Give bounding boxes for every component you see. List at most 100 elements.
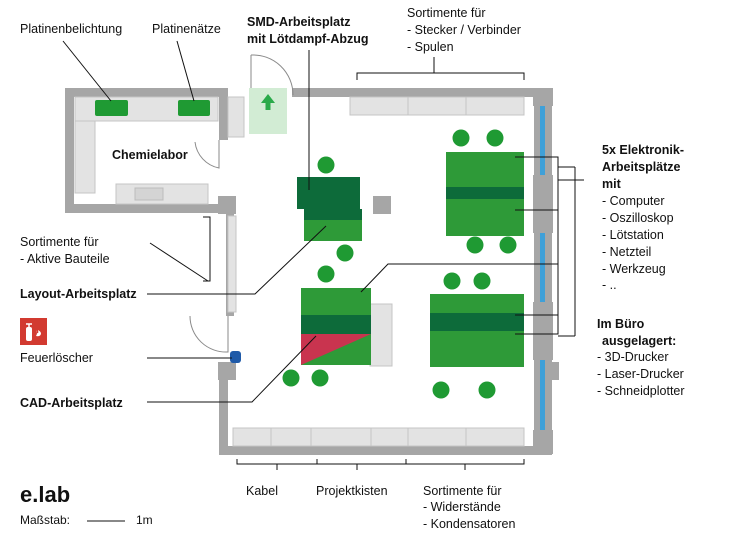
- window: [540, 106, 545, 175]
- pillar: [373, 196, 391, 214]
- layout-desk: [301, 288, 371, 315]
- lab-sink: [134, 187, 164, 201]
- label-elektronik-item: - Oszilloskop: [602, 211, 674, 225]
- pillar: [533, 302, 553, 360]
- window: [540, 360, 545, 430]
- lab-counter-left: [74, 120, 96, 194]
- elab-logo: e.lab: [20, 482, 71, 507]
- shelf-top: [407, 96, 467, 116]
- label-platinenbelichtung: Platinenbelichtung: [20, 22, 123, 36]
- wall-left-lower: [219, 365, 228, 455]
- chair: [499, 236, 517, 254]
- wall-lab-bottom: [65, 204, 227, 213]
- door-entrance: [250, 54, 294, 96]
- scale-unit: 1m: [136, 513, 153, 527]
- chair: [432, 381, 450, 399]
- elektronik-desk-band: [430, 313, 524, 331]
- smd-desk-band: [304, 209, 362, 220]
- label-sortimente-top-2: - Spulen: [407, 40, 454, 54]
- label-sortimente-left-1: - Aktive Bauteile: [20, 252, 110, 266]
- wall-left: [65, 88, 74, 213]
- wall-top-right: [292, 88, 552, 97]
- exit-arrow-icon: [261, 94, 275, 110]
- shelf-bottom: [370, 427, 409, 447]
- platinenaetze-device: [178, 100, 210, 116]
- label-layout: Layout-Arbeitsplatz: [20, 287, 137, 301]
- smd-fume-hood: [297, 177, 360, 209]
- cad-desk-marker: [301, 334, 371, 365]
- side-cabinet: [369, 303, 393, 367]
- label-elektronik-item: - ..: [602, 278, 617, 292]
- shelf-bottom: [232, 427, 272, 447]
- label-buero-item: - Schneidplotter: [597, 384, 685, 398]
- shelf-left: [227, 215, 237, 313]
- scale-label: Maßstab:: [20, 513, 71, 527]
- window: [540, 233, 545, 302]
- chair: [336, 244, 354, 262]
- label-chemielabor: Chemielabor: [112, 148, 188, 162]
- label-buero-title-0: Im Büro: [597, 317, 645, 331]
- shelf-bottom: [465, 427, 525, 447]
- workstations: [282, 129, 524, 399]
- label-elektronik-2: mit: [602, 177, 621, 191]
- pillar: [533, 175, 553, 233]
- door-left: [189, 315, 229, 353]
- extinguisher-marker: [230, 351, 241, 363]
- label-sortimente-left-0: Sortimente für: [20, 235, 99, 249]
- label-sortimente-bottom-0: Sortimente für: [423, 484, 502, 498]
- label-elektronik-1: Arbeitsplätze: [602, 160, 681, 174]
- pillar: [541, 362, 559, 380]
- chair: [282, 369, 300, 387]
- shelf-top: [465, 96, 525, 116]
- chair: [311, 369, 329, 387]
- label-buero-item: - 3D-Drucker: [597, 350, 669, 364]
- label-sortimente-bottom-1: - Widerstände: [423, 500, 501, 514]
- label-projektkisten: Projektkisten: [316, 484, 388, 498]
- pillar: [218, 362, 236, 380]
- chair: [478, 381, 496, 399]
- label-smd-title: SMD-Arbeitsplatz: [247, 15, 351, 29]
- elektronik-desk-band: [446, 187, 524, 199]
- layout-desk-band: [301, 315, 371, 334]
- shelf-bottom: [270, 427, 312, 447]
- wall-top-left: [65, 88, 221, 97]
- label-buero-item: - Laser-Drucker: [597, 367, 684, 381]
- label-feuerloescher: Feuerlöscher: [20, 351, 93, 365]
- wall-lab-right-upper: [219, 88, 228, 140]
- chemielabor-furniture: [74, 96, 245, 205]
- label-elektronik-item: - Lötstation: [602, 228, 664, 242]
- windows: [540, 106, 545, 430]
- chair: [473, 272, 491, 290]
- shelf-bottom: [310, 427, 372, 447]
- chair: [317, 156, 335, 174]
- pillar: [533, 430, 553, 454]
- label-sortimente-bottom-2: - Kondensatoren: [423, 517, 516, 531]
- label-platinenaetze: Platinenätze: [152, 22, 221, 36]
- label-cad: CAD-Arbeitsplatz: [20, 396, 123, 410]
- label-sortimente-top-1: - Stecker / Verbinder: [407, 23, 521, 37]
- chair: [443, 272, 461, 290]
- door-lab: [194, 140, 220, 169]
- label-kabel: Kabel: [246, 484, 278, 498]
- chair: [317, 265, 335, 283]
- wall-bottom: [219, 446, 552, 455]
- label-buero-title-1: ausgelagert:: [602, 334, 677, 348]
- shelf-bottom: [407, 427, 467, 447]
- label-elektronik-item: - Netzteil: [602, 245, 652, 259]
- shelves: [227, 96, 525, 447]
- chair: [486, 129, 504, 147]
- label-smd-sub: mit Lötdampf-Abzug: [247, 32, 369, 46]
- pillar: [533, 88, 553, 106]
- label-sortimente-top-0: Sortimente für: [407, 6, 486, 20]
- shelf-top: [349, 96, 409, 116]
- fire-extinguisher-icon: [20, 318, 47, 345]
- platinenbelichtung-device: [95, 100, 128, 116]
- label-elektronik-item: - Computer: [602, 194, 665, 208]
- chair: [466, 236, 484, 254]
- label-elektronik-0: 5x Elektronik-: [602, 143, 684, 157]
- lab-cabinet-right: [227, 96, 245, 138]
- chair: [452, 129, 470, 147]
- callout-lines: [62, 40, 584, 522]
- label-elektronik-item: - Werkzeug: [602, 262, 666, 276]
